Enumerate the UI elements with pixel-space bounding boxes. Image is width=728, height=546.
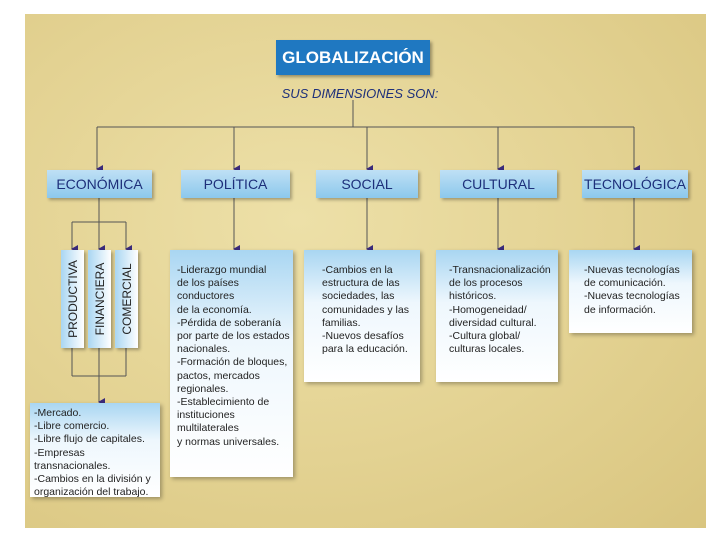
dimension-cultural: CULTURAL [440, 170, 557, 198]
economic-type-label: FINANCIERA [92, 262, 107, 336]
economic-type-productiva: PRODUCTIVA [61, 250, 84, 348]
social-details: -Cambios en la estructura de las socieda… [304, 250, 420, 382]
dimension-social: SOCIAL [316, 170, 418, 198]
economic-type-label: PRODUCTIVA [65, 260, 80, 338]
cultural-details: -Transnacionalización de los procesos hi… [436, 250, 558, 382]
economic-type-financiera: FINANCIERA [88, 250, 111, 348]
dimension-politica: POLÍTICA [181, 170, 290, 198]
economic-type-label: COMERCIAL [119, 263, 134, 335]
dimension-tecnologica: TECNOLÓGICA [582, 170, 688, 198]
economic-type-comercial: COMERCIAL [115, 250, 138, 348]
politica-details: -Liderazgo mundial de los países conduct… [170, 250, 293, 477]
dimension-economica: ECONÓMICA [47, 170, 152, 198]
subtitle: SUS DIMENSIONES SON: [281, 86, 439, 101]
economic-details: -Mercado. -Libre comercio. -Libre flujo … [30, 403, 160, 498]
title-box: GLOBALIZACIÓN [276, 40, 430, 75]
tecnologica-details: -Nuevas tecnologías de comunicación. -Nu… [569, 250, 692, 333]
